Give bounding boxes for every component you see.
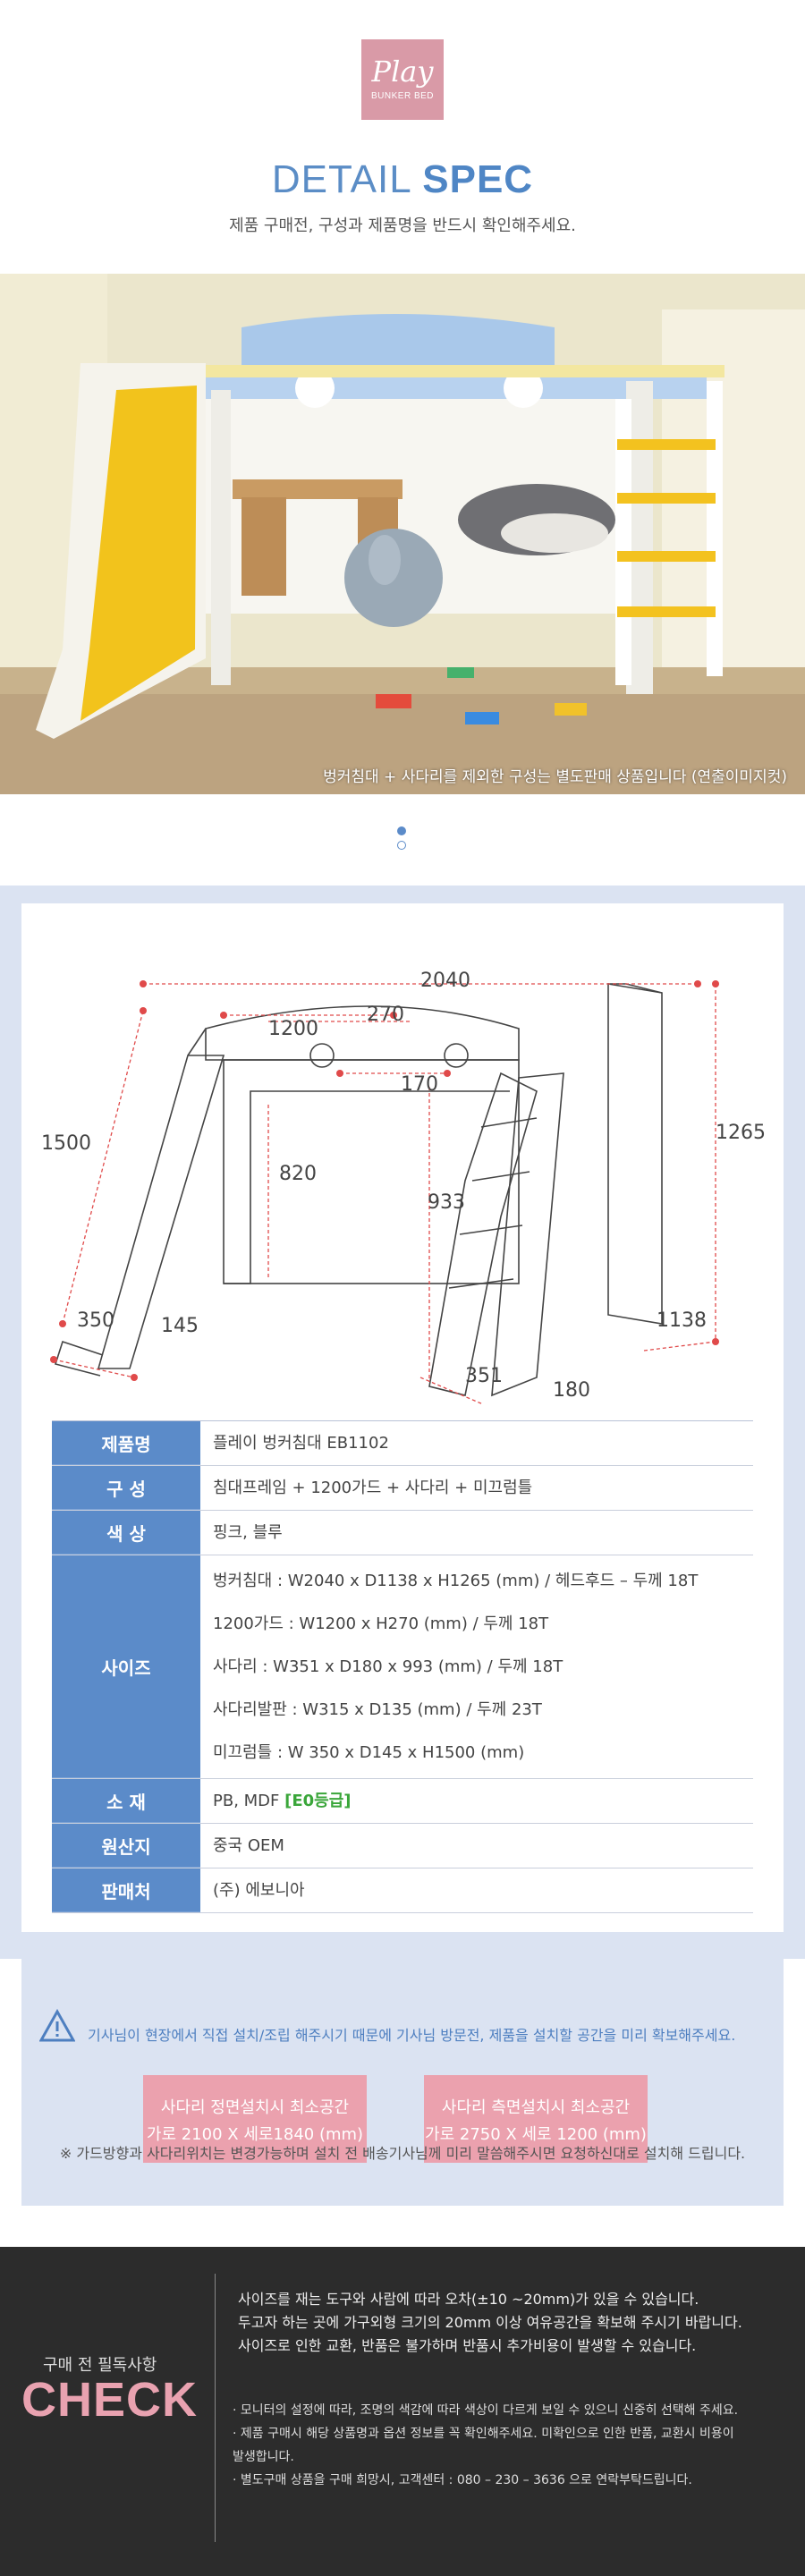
dim-145: 145 [161, 1315, 199, 1337]
spec-value: 플레이 벙커침대 EB1102 [200, 1421, 753, 1465]
title-light: DETAIL [271, 157, 423, 201]
spec-label: 소 재 [52, 1779, 200, 1823]
spec-value: (주) 에보니아 [200, 1868, 753, 1912]
dim-351: 351 [465, 1365, 503, 1387]
dim-350: 350 [77, 1309, 114, 1332]
spec-value-line: 중국 OEM [213, 1835, 284, 1855]
logo-sub-text: BUNKER BED [370, 91, 434, 101]
side-install-size: 가로 2750 X 세로 1200 (mm) [425, 2125, 647, 2144]
bunker-bed-illustration [0, 274, 805, 794]
dim-180: 180 [553, 1379, 590, 1402]
spec-value: 핑크, 블루 [200, 1511, 753, 1555]
spec-value-line: 사다리 : W351 x D180 x 993 (mm) / 두께 18T [213, 1657, 564, 1676]
check-sub-lines: · 모니터의 설정에 따라, 조명의 색감에 따라 색상이 다르게 보일 수 있… [233, 2399, 738, 2492]
spec-value: 벙커침대 : W2040 x D1138 x H1265 (mm) / 헤드후드… [200, 1555, 753, 1778]
spec-value-line: 사다리발판 : W315 x D135 (mm) / 두께 23T [213, 1699, 542, 1719]
brand-logo: Play BUNKER BED [361, 39, 444, 120]
side-install-title: 사다리 측면설치시 최소공간 [441, 2098, 631, 2117]
spec-label: 사이즈 [52, 1555, 200, 1778]
spec-row-color: 색 상 핑크, 블루 [52, 1511, 753, 1555]
side-install-space: 사다리 측면설치시 최소공간 가로 2750 X 세로 1200 (mm) [424, 2075, 648, 2163]
check-divider [215, 2274, 216, 2542]
notice-box [21, 1955, 784, 2206]
dim-170: 170 [401, 1073, 438, 1096]
spec-value: PB, MDF [E0등급] [200, 1779, 753, 1823]
dim-2040: 2040 [420, 970, 470, 992]
spec-value-line: 1200가드 : W1200 x H270 (mm) / 두께 18T [213, 1614, 549, 1633]
install-warning: 기사님이 현장에서 직접 설치/조립 해주시기 때문에 기사님 방문전, 제품을… [88, 2027, 736, 2044]
spec-row-size: 사이즈 벙커침대 : W2040 x D1138 x H1265 (mm) / … [52, 1555, 753, 1779]
check-big-title: CHECK [21, 2373, 199, 2427]
photo-caption: 벙커침대 + 사다리를 제외한 구성는 별도판매 상품입니다 (연출이미지컷) [323, 768, 787, 786]
dim-820: 820 [279, 1163, 317, 1185]
spec-label: 색 상 [52, 1511, 200, 1555]
check-sub-line: · 제품 구매시 해당 상품명과 옵션 정보를 꼭 확인해주세요. 미확인으로 … [233, 2427, 734, 2441]
spec-value: 침대프레임 + 1200가드 + 사다리 + 미끄럼틀 [200, 1466, 753, 1510]
spec-label: 제품명 [52, 1421, 200, 1465]
spec-value-line: 침대프레임 + 1200가드 + 사다리 + 미끄럼틀 [213, 1478, 533, 1497]
front-install-size: 가로 2100 X 세로1840 (mm) [146, 2125, 364, 2144]
dimension-diagram [50, 980, 719, 1405]
spec-value-line: 플레이 벙커침대 EB1102 [213, 1433, 389, 1453]
spec-row-product: 제품명 플레이 벙커침대 EB1102 [52, 1421, 753, 1466]
dim-1200: 1200 [268, 1018, 318, 1040]
check-main-lines: 사이즈를 재는 도구와 사람에 따라 오차(±10 ~20mm)가 있을 수 있… [238, 2288, 742, 2358]
check-line: 사이즈를 재는 도구와 사람에 따라 오차(±10 ~20mm)가 있을 수 있… [238, 2291, 699, 2308]
dim-1138: 1138 [657, 1309, 707, 1332]
check-line: 두고자 하는 곳에 가구외형 크기의 20mm 이상 여유공간을 확보해 주시기… [238, 2314, 742, 2331]
title-bold: SPEC [422, 157, 534, 201]
spec-value-line: 핑크, 블루 [213, 1522, 283, 1542]
spec-label: 구 성 [52, 1466, 200, 1510]
front-install-space: 사다리 정면설치시 최소공간 가로 2100 X 세로1840 (mm) [143, 2075, 367, 2163]
carousel-dot[interactable] [397, 841, 406, 850]
page-subtitle: 제품 구매전, 구성과 제품명을 반드시 확인해주세요. [229, 216, 576, 235]
dim-933: 933 [428, 1191, 465, 1214]
spec-value-line: PB, MDF [213, 1791, 285, 1810]
spec-row-seller: 판매처 (주) 에보니아 [52, 1868, 753, 1913]
warning-icon [39, 2009, 75, 2042]
spec-row-origin: 원산지 중국 OEM [52, 1824, 753, 1868]
dim-270: 270 [367, 1004, 404, 1026]
dim-1265: 1265 [716, 1122, 766, 1144]
spec-value-line: 미끄럼틀 : W 350 x D145 x H1500 (mm) [213, 1742, 525, 1762]
check-sub-line: 발생합니다. [233, 2450, 294, 2464]
check-small-title: 구매 전 필독사항 [43, 2356, 157, 2375]
spec-row-material: 소 재 PB, MDF [E0등급] [52, 1779, 753, 1824]
dim-1500: 1500 [41, 1132, 91, 1155]
spec-value: 중국 OEM [200, 1824, 753, 1868]
spec-label: 판매처 [52, 1868, 200, 1912]
logo-main-text: Play [371, 55, 434, 89]
spec-value-line: (주) 에보니아 [213, 1880, 305, 1900]
eo-grade-badge: [E0등급] [284, 1791, 352, 1810]
spec-value-line: 벙커침대 : W2040 x D1138 x H1265 (mm) / 헤드후드… [213, 1571, 699, 1590]
carousel-pagination[interactable] [397, 821, 406, 855]
install-note: ※ 가드방향과 사다리위치는 변경가능하며 설치 전 배송기사님께 미리 말씀해… [59, 2145, 746, 2162]
carousel-dot-active[interactable] [397, 826, 406, 835]
page-title: DETAIL SPEC [0, 157, 805, 202]
spec-table: 제품명 플레이 벙커침대 EB1102 구 성 침대프레임 + 1200가드 +… [52, 1420, 753, 1913]
front-install-title: 사다리 정면설치시 최소공간 [160, 2098, 350, 2117]
product-photo: 벙커침대 + 사다리를 제외한 구성는 별도판매 상품입니다 (연출이미지컷) [0, 274, 805, 794]
check-section: 구매 전 필독사항 CHECK 사이즈를 재는 도구와 사람에 따라 오차(±1… [0, 2247, 805, 2576]
spec-label: 원산지 [52, 1824, 200, 1868]
check-sub-line: · 별도구매 상품을 구매 희망시, 고객센터 : 080 – 230 – 36… [233, 2473, 692, 2487]
check-line: 사이즈로 인한 교환, 반품은 불가하며 반품시 추가비용이 발생할 수 있습니… [238, 2337, 697, 2354]
spec-row-composition: 구 성 침대프레임 + 1200가드 + 사다리 + 미끄럼틀 [52, 1466, 753, 1511]
check-sub-line: · 모니터의 설정에 따라, 조명의 색감에 따라 색상이 다르게 보일 수 있… [233, 2403, 739, 2418]
